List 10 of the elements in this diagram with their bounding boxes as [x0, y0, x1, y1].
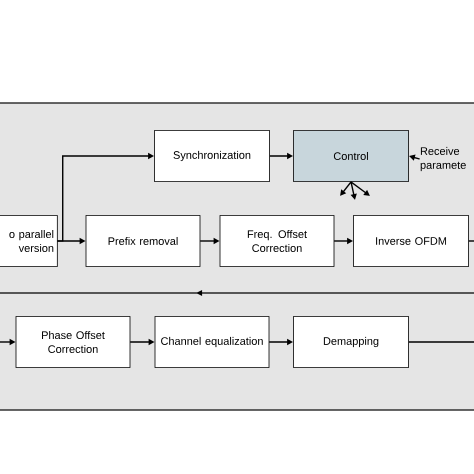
process-box: Phase Offset Correction — [16, 316, 130, 368]
process-box: Freq. Offset Correction — [220, 215, 334, 267]
control-box: Control — [293, 130, 409, 182]
input-label: Receive paramete — [420, 146, 466, 172]
process-box: Channel equalization — [154, 316, 270, 368]
process-box: Prefix removal — [86, 215, 200, 267]
process-box: Demapping — [293, 316, 409, 368]
process-box: Inverse OFDM — [353, 215, 469, 267]
process-box: o parallel version — [0, 215, 58, 267]
process-box: Synchronization — [154, 130, 270, 182]
